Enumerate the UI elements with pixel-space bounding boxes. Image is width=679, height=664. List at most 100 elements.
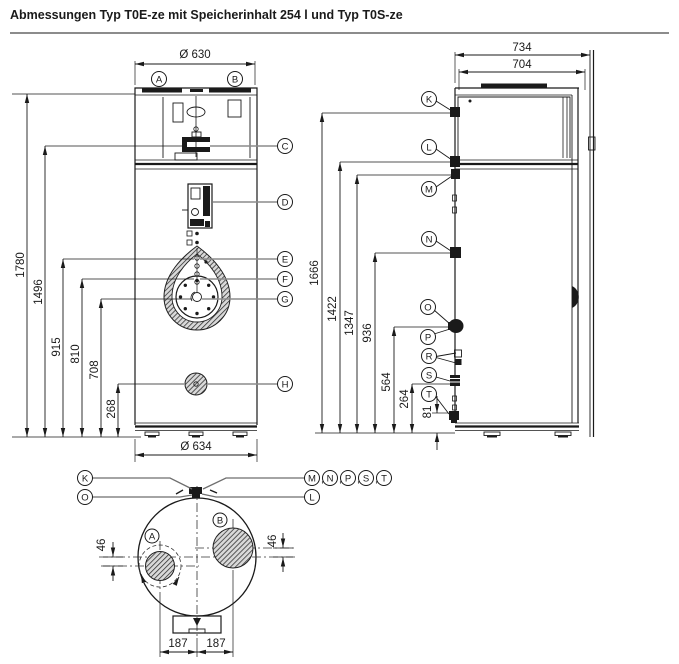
bottom-linework — [99, 486, 295, 636]
dim-side-81: 81 — [422, 406, 434, 419]
dim-bottom-46-right: 46 — [267, 535, 279, 548]
svg-text:N: N — [426, 234, 433, 245]
side-callouts: K L M N O P R S T — [420, 91, 457, 415]
callout-b-bottom: B — [212, 512, 228, 528]
fitting-s — [450, 375, 460, 386]
side-top-grille — [481, 83, 547, 89]
svg-text:A: A — [156, 74, 163, 85]
callout-k: K — [421, 91, 437, 107]
svg-text:S: S — [426, 370, 432, 381]
svg-text:K: K — [426, 94, 433, 105]
dim-side-564: 564 — [381, 372, 393, 392]
dim-side-704: 704 — [512, 59, 532, 71]
front-dimensions: Ø 630 Ø 634 1 — [12, 49, 277, 462]
svg-text:L: L — [426, 142, 431, 153]
callout-s: S — [421, 367, 437, 383]
dim-side-1347: 1347 — [344, 310, 356, 336]
dim-front-708: 708 — [89, 360, 101, 379]
dim-front-268: 268 — [106, 399, 118, 418]
top-grille-left — [142, 88, 182, 93]
callout-r: R — [421, 348, 437, 364]
page-header: Abmessungen Typ T0E-ze mit Speicherinhal… — [10, 8, 669, 34]
foot-plate — [172, 615, 222, 634]
callout-c: C — [277, 138, 293, 154]
svg-text:M: M — [425, 184, 433, 195]
front-feet — [144, 431, 248, 438]
svg-text:C: C — [282, 141, 289, 152]
side-fittings — [448, 107, 464, 423]
svg-text:O: O — [424, 302, 431, 313]
svg-text:M: M — [308, 473, 316, 484]
dim-front-915: 915 — [51, 337, 63, 356]
dim-front-810: 810 — [70, 344, 82, 363]
callout-b: B — [227, 71, 243, 87]
callout-f: F — [277, 271, 293, 287]
svg-text:T: T — [381, 473, 387, 484]
side-unit-linework — [448, 50, 596, 438]
dim-bottom-187-right: 187 — [206, 638, 225, 650]
dim-side-936: 936 — [362, 323, 374, 342]
callout-g: G — [277, 291, 293, 307]
svg-text:A: A — [149, 531, 156, 542]
bottom-dimensions: 46 46 187 187 — [96, 533, 293, 657]
svg-text:K: K — [82, 473, 89, 484]
front-callouts: A B C D E F G H — [151, 71, 293, 392]
rear-spacer — [572, 286, 579, 308]
fan-b — [212, 527, 254, 569]
top-connection-cluster — [175, 487, 218, 498]
fitting-d — [182, 183, 213, 229]
bottom-callouts: K O M , N , P , S , T L A B — [77, 470, 392, 544]
svg-text:P: P — [345, 473, 351, 484]
svg-text:B: B — [232, 74, 238, 85]
dim-side-1422: 1422 — [327, 296, 339, 322]
callout-a-bottom: A — [144, 528, 160, 544]
callout-a: A — [151, 71, 167, 87]
callout-m: M — [421, 181, 437, 197]
fitting-o-p — [448, 319, 464, 333]
callout-d: D — [277, 194, 293, 210]
side-dimensions: 734 704 1666 1422 1347 — [309, 42, 590, 450]
dim-side-1666: 1666 — [309, 260, 321, 286]
front-view: Ø 630 Ø 634 1 — [12, 49, 293, 462]
svg-text:N: N — [327, 473, 334, 484]
svg-text:E: E — [282, 254, 288, 265]
svg-text:O: O — [81, 492, 88, 503]
dim-front-1496: 1496 — [33, 279, 45, 305]
callout-l-bottom: L — [304, 489, 320, 505]
callout-n-bottom: N — [322, 470, 338, 486]
svg-text:F: F — [282, 274, 288, 285]
svg-text:L: L — [309, 492, 314, 503]
callout-o-bottom: O — [77, 489, 93, 505]
svg-text:P: P — [425, 332, 431, 343]
callout-p: P — [420, 329, 436, 345]
callout-m-bottom: M — [304, 470, 320, 486]
page-title: Abmessungen Typ T0E-ze mit Speicherinhal… — [10, 8, 403, 22]
front-unit-linework — [134, 87, 258, 438]
fitting-t — [449, 411, 459, 420]
wall-bracket — [588, 136, 596, 151]
svg-text:B: B — [217, 515, 223, 526]
dim-side-264: 264 — [399, 389, 411, 409]
fitting-teardrop — [163, 245, 231, 331]
dim-front-1780: 1780 — [15, 252, 27, 278]
callout-h: H — [277, 376, 293, 392]
callout-t: T — [421, 386, 437, 402]
fitting-n — [450, 247, 461, 258]
callout-e: E — [277, 251, 293, 267]
bottom-view: K O M , N , P , S , T L A B 46 — [77, 470, 392, 657]
fitting-l — [450, 156, 460, 167]
callout-n: N — [421, 231, 437, 247]
dim-side-734: 734 — [512, 42, 532, 54]
callout-l: L — [421, 139, 437, 155]
dim-front-diameter-bottom: Ø 634 — [180, 441, 212, 453]
dim-bottom-46-left: 46 — [96, 539, 108, 552]
callout-t-bottom: T — [376, 470, 392, 486]
svg-text:H: H — [282, 379, 289, 390]
svg-text:D: D — [282, 197, 289, 208]
callout-s-bottom: S — [358, 470, 374, 486]
fan-a — [138, 544, 182, 588]
top-grille-right — [209, 88, 251, 93]
fitting-h — [184, 372, 208, 396]
svg-text:S: S — [363, 473, 369, 484]
